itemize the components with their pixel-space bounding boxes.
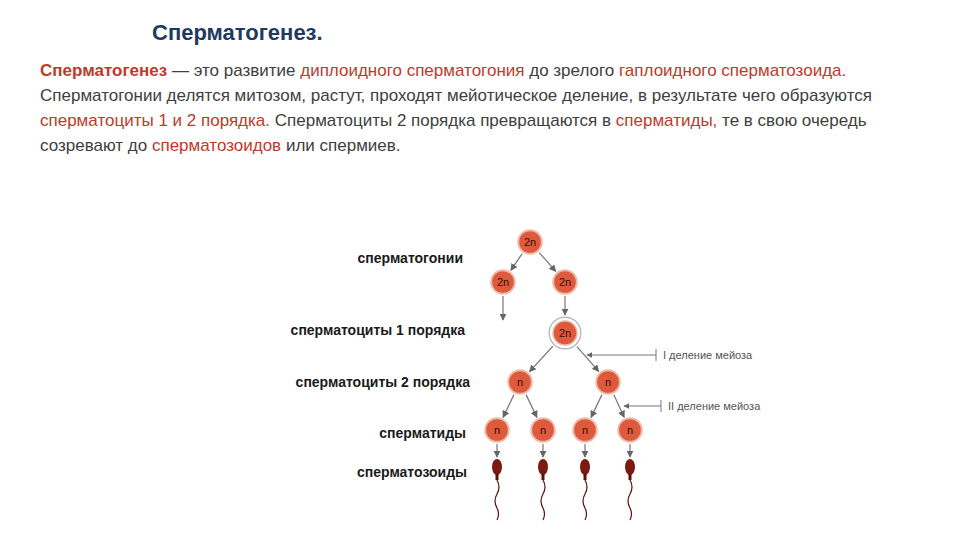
division-label: II деление мейоза <box>667 400 761 412</box>
text-run: до зрелого <box>529 61 614 80</box>
cell-circle: 2n <box>552 269 578 295</box>
cell-circle: 2n <box>548 316 582 350</box>
division-arrow <box>539 253 556 272</box>
text-run: Сперматоциты 2 порядка превращаются в <box>275 111 611 130</box>
highlighted-term: диплоидного сперматогония <box>300 61 524 80</box>
cell <box>485 418 509 442</box>
ploidy-text: 2n <box>497 277 509 288</box>
ploidy-text: n <box>494 425 500 436</box>
highlighted-term: сперматиды, <box>616 111 718 130</box>
division-arrow <box>614 395 624 418</box>
division-arrow <box>511 254 522 271</box>
text-run: Сперматогонии делятся митозом, растут, п… <box>40 86 872 105</box>
cell <box>618 418 642 442</box>
cell-circle: n <box>484 417 510 443</box>
division-arrow <box>526 395 537 418</box>
cell-circle: n <box>507 369 533 395</box>
text-run: или спермиев. <box>286 136 401 155</box>
division-arrow <box>529 346 552 371</box>
division-arrow <box>591 395 602 418</box>
ploidy-text: 2n <box>559 277 571 288</box>
division-label: I деление мейоза <box>662 349 753 361</box>
division-arrow <box>577 347 599 372</box>
cell <box>491 270 515 294</box>
cell <box>508 370 532 394</box>
cell-circle: n <box>617 417 643 443</box>
ploidy-text: n <box>582 425 588 436</box>
stage-label: сперматозоиды <box>357 464 467 480</box>
spermatozoon <box>538 444 548 520</box>
cell-circle: 2n <box>490 269 516 295</box>
mitosis-arrow <box>502 296 503 320</box>
ploidy-text: 2n <box>524 237 536 248</box>
leader-arrow <box>587 355 656 356</box>
division-arrow <box>564 296 565 315</box>
cell-circle: n <box>595 369 621 395</box>
cell <box>549 317 581 349</box>
cell-circle: 2n <box>517 229 543 255</box>
highlighted-term: Сперматогенез <box>40 61 167 80</box>
ploidy-text: 2n <box>559 328 571 339</box>
definition-text: Сперматогенез — это развитие диплоидного… <box>40 58 930 158</box>
spermatozoon <box>492 444 502 520</box>
ploidy-text: n <box>627 425 633 436</box>
cell <box>596 370 620 394</box>
highlighted-term: сперматоциты 1 и 2 порядка. <box>40 111 270 130</box>
text-run: — это развитие <box>172 61 296 80</box>
stage-label: сперматиды <box>379 425 466 441</box>
division-arrow <box>503 395 514 418</box>
ploidy-text: n <box>540 425 546 436</box>
cell <box>518 230 542 254</box>
cell <box>531 418 555 442</box>
stage-label: сперматоциты 1 порядка <box>291 322 465 338</box>
ploidy-text: n <box>605 377 611 388</box>
stage-label: сперматогонии <box>358 250 463 266</box>
cell-circle: n <box>572 417 598 443</box>
cell <box>573 418 597 442</box>
cell <box>553 270 577 294</box>
cell-circle: n <box>530 417 556 443</box>
leader-arrow <box>624 406 661 407</box>
highlighted-term: сперматозоидов <box>152 136 281 155</box>
highlighted-term: гаплоидного сперматозоида. <box>619 61 846 80</box>
spermatozoon <box>580 444 590 520</box>
stage-label: сперматоциты 2 порядка <box>296 374 470 390</box>
slide-title: Сперматогенез. <box>152 20 323 46</box>
ploidy-text: n <box>517 377 523 388</box>
spermatozoon <box>625 444 635 520</box>
